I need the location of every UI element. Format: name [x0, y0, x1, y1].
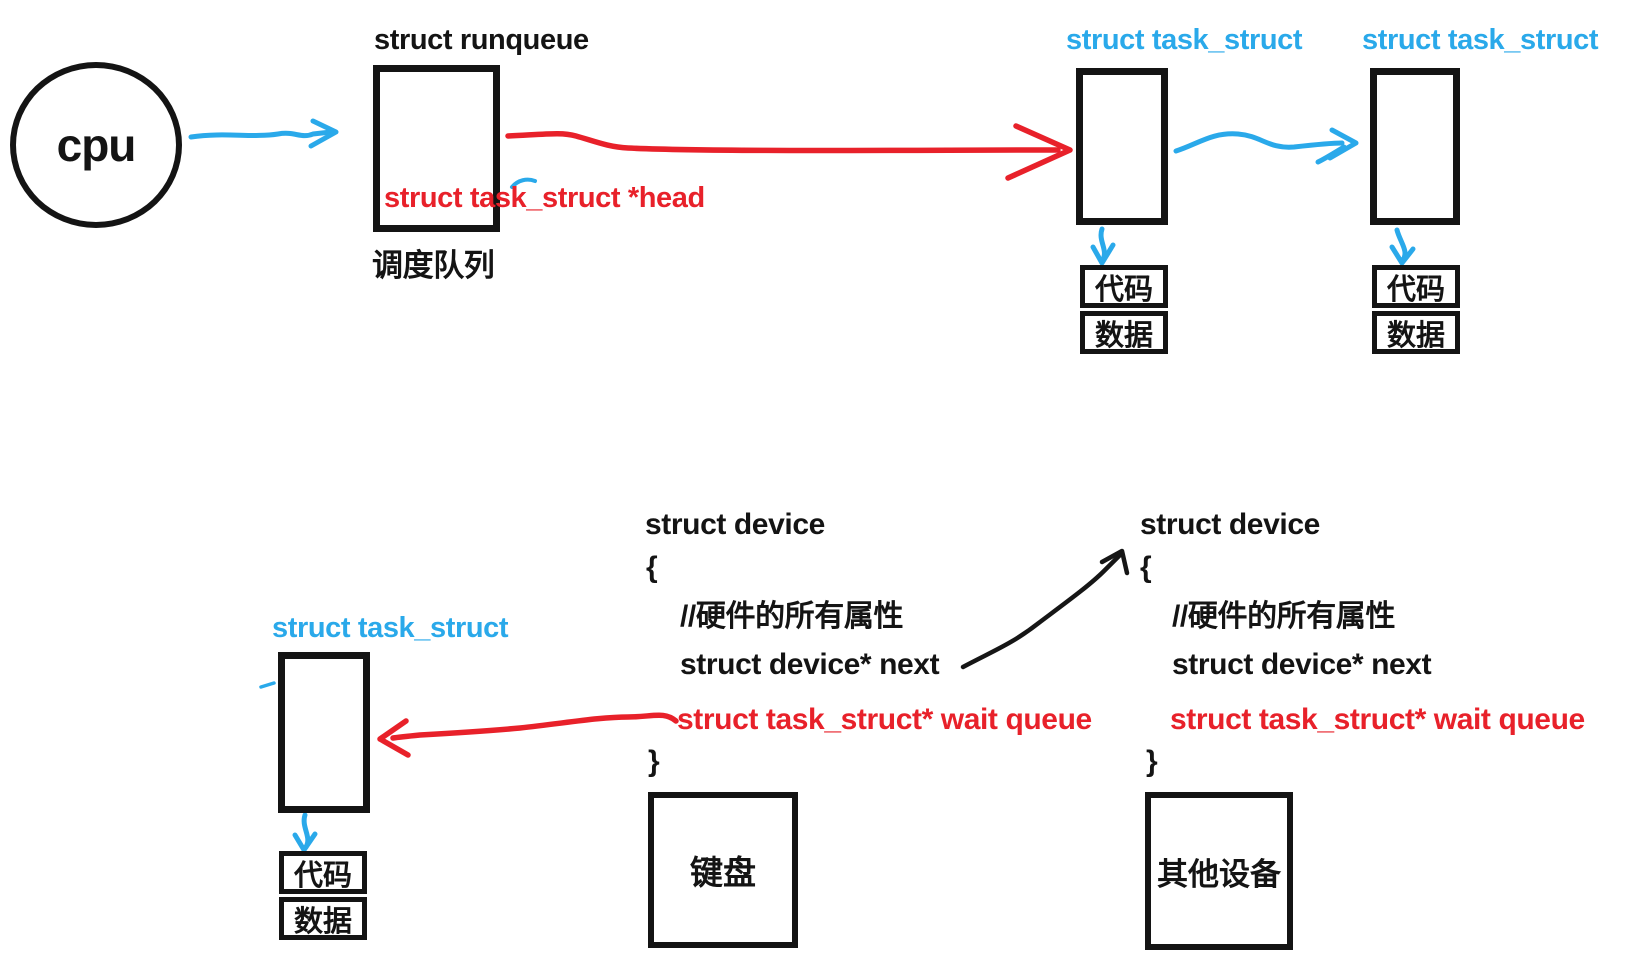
- task2-title: struct task_struct: [1362, 24, 1599, 56]
- cpu-to-runqueue-arrow: [188, 118, 339, 149]
- blue-accent-tick-bottom: [259, 681, 276, 689]
- device1-brace-open: {: [646, 551, 658, 584]
- task3-to-memory-arrow: [292, 812, 318, 853]
- device-next-link-arrow: [960, 548, 1130, 670]
- device1-field-next: struct device* next: [680, 648, 940, 681]
- data-cell: 数据: [1372, 311, 1460, 354]
- data-cell: 数据: [279, 897, 367, 940]
- device2-field-wait: struct task_struct* wait queue: [1170, 703, 1585, 736]
- device2-comment: //硬件的所有属性: [1172, 600, 1396, 633]
- runqueue-box: [373, 65, 500, 232]
- runqueue-caption: 调度队列: [372, 248, 495, 283]
- task3-memory-stack: 代码 数据: [279, 851, 367, 940]
- task2-memory-stack: 代码 数据: [1372, 265, 1460, 354]
- other-device-box: 其他设备: [1145, 792, 1293, 950]
- device2-brace-close: }: [1146, 745, 1158, 778]
- runqueue-title: struct runqueue: [374, 24, 589, 56]
- task1-to-memory-arrow: [1090, 226, 1116, 266]
- keyboard-device-box: 键盘: [648, 792, 798, 948]
- device2-title: struct device: [1140, 508, 1320, 541]
- task1-memory-stack: 代码 数据: [1080, 265, 1168, 354]
- code-cell: 代码: [1080, 265, 1168, 308]
- code-cell: 代码: [1372, 265, 1460, 308]
- task3-title: struct task_struct: [272, 612, 509, 644]
- task2-to-memory-arrow: [1389, 227, 1416, 266]
- device1-brace-close: }: [648, 745, 660, 778]
- device1-field-wait: struct task_struct* wait queue: [677, 703, 1092, 736]
- cpu-label: cpu: [56, 119, 137, 171]
- runqueue-head-field: struct task_struct *head: [384, 182, 705, 214]
- task2-box: [1370, 68, 1460, 225]
- data-cell: 数据: [1080, 311, 1168, 354]
- other-device-label: 其他设备: [1157, 856, 1281, 892]
- runqueue-to-task1-arrow: [505, 123, 1073, 181]
- waitqueue-to-task3-arrow: [377, 712, 679, 758]
- device1-comment: //硬件的所有属性: [680, 600, 904, 633]
- device2-brace-open: {: [1140, 551, 1152, 584]
- task1-box: [1076, 68, 1168, 225]
- cpu-node: cpu: [10, 62, 182, 228]
- keyboard-label: 键盘: [690, 854, 756, 891]
- device2-field-next: struct device* next: [1172, 648, 1432, 681]
- device1-title: struct device: [645, 508, 825, 541]
- code-cell: 代码: [279, 851, 367, 894]
- task1-to-task2-arrow: [1173, 127, 1359, 165]
- task3-box: [278, 652, 370, 813]
- task1-title: struct task_struct: [1066, 24, 1303, 56]
